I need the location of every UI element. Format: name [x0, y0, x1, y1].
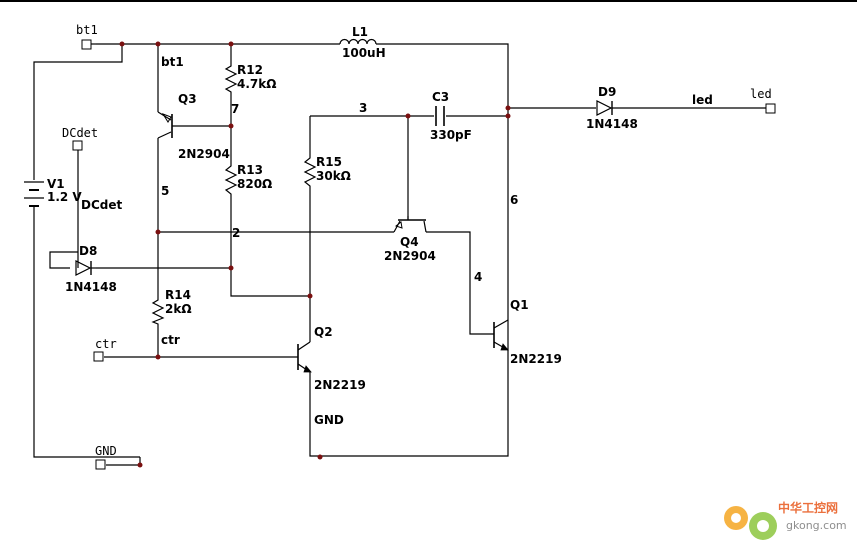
c3-value: 330pF [430, 128, 472, 142]
q3-value: 2N2904 [178, 147, 230, 161]
q1-ref: Q1 [510, 298, 529, 312]
capacitor-c3: C3 330pF [430, 90, 472, 142]
port-gnd: GND [95, 444, 117, 470]
watermark-logo: 中华工控网 gkong.com [724, 500, 847, 540]
c3-ref: C3 [432, 90, 449, 104]
port-dcdet: DCdet [62, 126, 98, 151]
port-dcdet-label: DCdet [62, 126, 98, 140]
diode-d8: D8 1N4148 [65, 244, 117, 294]
d9-ref: D9 [598, 85, 616, 99]
net-5: 5 [161, 184, 169, 198]
r12-ref: R12 [237, 63, 263, 77]
port-bt1-label: bt1 [76, 23, 98, 37]
net-dcdet: DCdet [81, 198, 122, 212]
port-ctr: ctr [93, 337, 117, 362]
battery-v1: V1 1.2 V [24, 177, 82, 214]
r14-ref: R14 [165, 288, 191, 302]
l1-ref: L1 [352, 25, 368, 39]
r14-value: 2kΩ [165, 302, 192, 316]
net-6: 6 [510, 193, 518, 207]
net-4: 4 [474, 270, 482, 284]
transistor-q4: Q4 2N2904 [384, 216, 436, 263]
r13-value: 820Ω [237, 177, 272, 191]
net-ctr: ctr [161, 333, 180, 347]
net-7: 7 [231, 102, 239, 116]
net-gnd: GND [314, 413, 344, 427]
v1-value: 1.2 V [47, 190, 82, 204]
v1-ref: V1 [47, 177, 65, 191]
q4-value: 2N2904 [384, 249, 436, 263]
r15-ref: R15 [316, 155, 342, 169]
net-labels: bt1 DCdet ctr GND led 2 3 4 5 6 7 [81, 55, 713, 427]
svg-text:中华工控网: 中华工控网 [778, 500, 838, 515]
diode-d9: D9 1N4148 [586, 85, 638, 131]
port-bt1: bt1 [76, 23, 98, 50]
resistor-r15: R15 30kΩ [303, 152, 351, 190]
q3-ref: Q3 [178, 92, 197, 106]
d8-ref: D8 [79, 244, 97, 258]
port-led-label: led [750, 87, 772, 101]
l1-value: 100uH [342, 46, 386, 60]
q2-ref: Q2 [314, 325, 333, 339]
inductor-l1: L1 100uH [339, 25, 386, 60]
transistor-q1: Q1 2N2219 [493, 298, 562, 366]
net-bt1: bt1 [161, 55, 184, 69]
d9-value: 1N4148 [586, 117, 638, 131]
net-3: 3 [359, 101, 367, 115]
svg-text:gkong.com: gkong.com [786, 519, 847, 532]
port-led: led [750, 87, 776, 114]
resistor-r13: R13 820Ω [224, 160, 272, 200]
net-2: 2 [232, 226, 240, 240]
r12-value: 4.7kΩ [237, 77, 276, 91]
r15-value: 30kΩ [316, 169, 351, 183]
wires [33, 43, 766, 466]
transistor-q3: Q3 2N2904 [157, 92, 230, 161]
q1-value: 2N2219 [510, 352, 562, 366]
port-gnd-label: GND [95, 444, 117, 458]
r13-ref: R13 [237, 163, 263, 177]
transistor-q2: Q2 2N2219 [297, 325, 366, 392]
port-ctr-label: ctr [95, 337, 117, 351]
d8-value: 1N4148 [65, 280, 117, 294]
resistor-r12: R12 4.7kΩ [224, 62, 276, 94]
q2-value: 2N2219 [314, 378, 366, 392]
net-led: led [692, 93, 713, 107]
q4-ref: Q4 [400, 235, 419, 249]
resistor-r14: R14 2kΩ [151, 288, 192, 326]
junction-dots [119, 41, 511, 468]
